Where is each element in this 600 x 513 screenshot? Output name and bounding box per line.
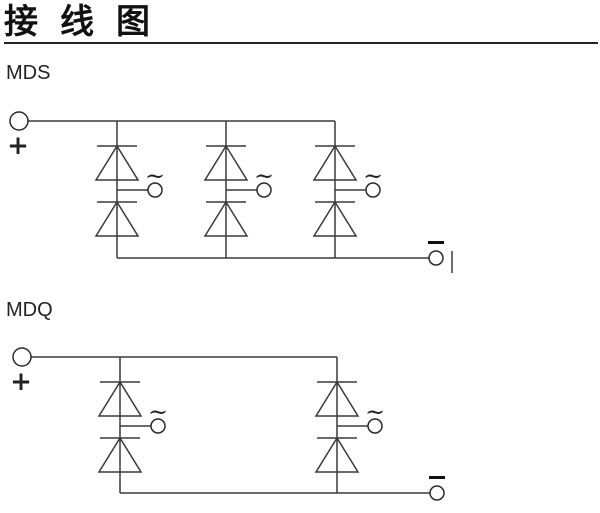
ac-label: ~	[148, 398, 168, 426]
diode-icon	[312, 200, 358, 237]
diode-icon	[203, 144, 249, 181]
negative-label-bar	[428, 241, 444, 244]
ac-terminal	[147, 182, 163, 198]
diode-icon	[97, 436, 143, 473]
diode-icon	[94, 200, 140, 237]
diode-icon	[314, 380, 360, 417]
ac-terminal	[367, 418, 383, 434]
diode-icon	[314, 436, 360, 473]
positive-terminal	[12, 347, 32, 367]
page-title: 接线图	[4, 2, 172, 42]
ac-label: ~	[254, 162, 274, 190]
positive-label: +	[7, 131, 29, 161]
diode-icon	[97, 380, 143, 417]
mdq-circuit: +−~~	[10, 347, 445, 501]
diode-icon	[312, 144, 358, 181]
ac-terminal	[256, 182, 272, 198]
title-underline	[4, 42, 598, 44]
positive-terminal	[9, 111, 29, 131]
ac-label: ~	[145, 162, 165, 190]
diode-icon	[203, 200, 249, 237]
ac-terminal	[365, 182, 381, 198]
ac-terminal	[150, 418, 166, 434]
mds-label: MDS	[6, 62, 51, 84]
ac-label: ~	[365, 398, 385, 426]
ac-label: ~	[363, 162, 383, 190]
negative-label-bar	[429, 476, 445, 479]
positive-label: +	[10, 367, 32, 397]
diode-icon	[94, 144, 140, 181]
negative-terminal	[429, 485, 445, 501]
negative-terminal	[428, 250, 444, 266]
mds-circuit: +−~~~	[7, 111, 453, 273]
mdq-label: MDQ	[6, 299, 53, 321]
